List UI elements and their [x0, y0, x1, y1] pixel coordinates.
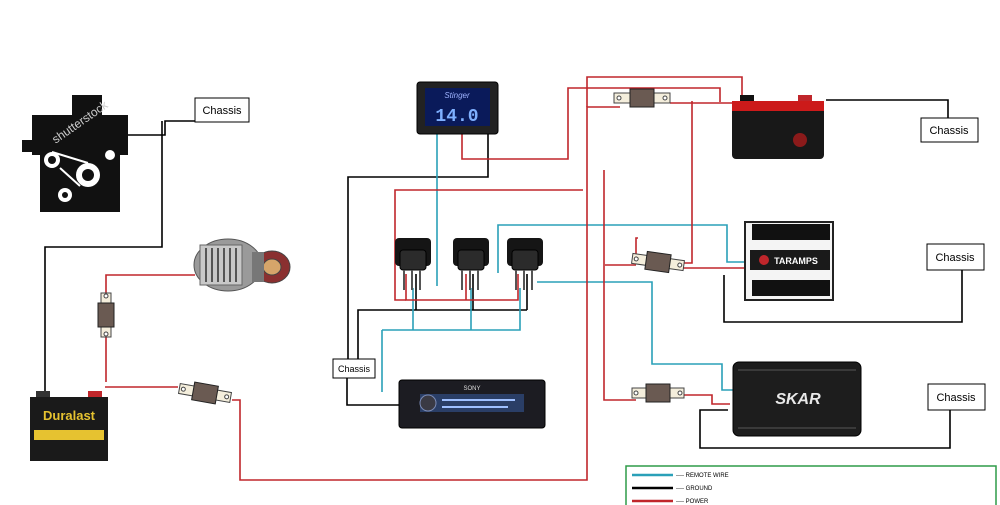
power-wire-multi: [603, 170, 730, 405]
ground-wires: [44, 99, 963, 449]
fuse-multi-amp: [631, 383, 685, 403]
alternator-icon: [193, 238, 291, 292]
engine-icon: shutterstock: [22, 95, 128, 212]
head-unit: SONY: [398, 379, 546, 429]
ground-wire-aux-battery: [826, 99, 949, 118]
rocker-switch-3[interactable]: [507, 238, 543, 290]
legend-remote-label: ---- REMOTE WIRE: [676, 473, 729, 479]
voltmeter: Stinger 14.0: [416, 81, 499, 135]
rocker-switch-1[interactable]: [395, 238, 431, 290]
ground-wire-multi-amp: [699, 409, 951, 449]
chassis-label-engine: Chassis: [194, 97, 250, 123]
voltmeter-reading: 14.0: [435, 107, 478, 127]
chassis-label-text: Chassis: [338, 364, 371, 374]
fuse-main-battery: [177, 381, 233, 405]
ground-wire-bus: [357, 309, 527, 362]
chassis-label-mono-amp: Chassis: [926, 243, 985, 271]
remote-wire-mono: [497, 224, 750, 273]
remote-wire-bus: [382, 288, 521, 331]
power-wire-top-loop: [586, 76, 743, 107]
ground-wire-mono-amp: [723, 270, 963, 323]
multi-channel-amplifier: SKAR: [732, 361, 862, 437]
power-wire-switches: [405, 274, 519, 301]
legend-ground-label: ---- GROUND: [676, 486, 713, 492]
fuse-aux-battery: [613, 88, 671, 108]
power-wires: [105, 76, 748, 481]
rocker-switch-2[interactable]: [453, 238, 489, 290]
main-battery-brand: Duralast: [43, 408, 96, 423]
voltmeter-brand: Stinger: [444, 91, 470, 100]
fuse-alternator: [97, 292, 115, 338]
fuse-mono-amp: [630, 250, 686, 274]
multi-amp-brand: SKAR: [775, 391, 821, 408]
chassis-label-headunit: Chassis: [332, 358, 376, 379]
remote-wires: [381, 133, 750, 392]
ground-wire-engine-chassis: [128, 120, 195, 136]
mono-amplifier: TARAMPS: [744, 221, 834, 301]
chassis-label-multi-amp: Chassis: [927, 383, 986, 411]
chassis-label-text: Chassis: [929, 125, 969, 137]
chassis-label-text: Chassis: [935, 252, 975, 264]
ground-wire-voltmeter: [347, 133, 489, 362]
chassis-label-text: Chassis: [202, 105, 242, 117]
chassis-label-text: Chassis: [936, 392, 976, 404]
power-wire-main-run: [232, 106, 620, 481]
power-wire-alternator: [105, 274, 195, 300]
chassis-label-aux-battery: Chassis: [920, 117, 979, 143]
mono-amp-brand: TARAMPS: [774, 256, 818, 266]
legend: ---- REMOTE WIRE ---- GROUND ---- POWER: [625, 465, 997, 505]
legend-power-label: ---- POWER: [676, 499, 709, 505]
remote-wire-multi: [537, 281, 735, 391]
head-unit-brand: SONY: [463, 386, 480, 392]
power-wire-voltmeter: [461, 87, 721, 160]
aux-battery: [732, 95, 824, 159]
ground-wire-battery-chassis: [44, 121, 163, 393]
ground-wire-headunit: [346, 378, 402, 406]
power-wire-mono: [635, 101, 748, 269]
main-battery: Duralast: [30, 391, 108, 461]
